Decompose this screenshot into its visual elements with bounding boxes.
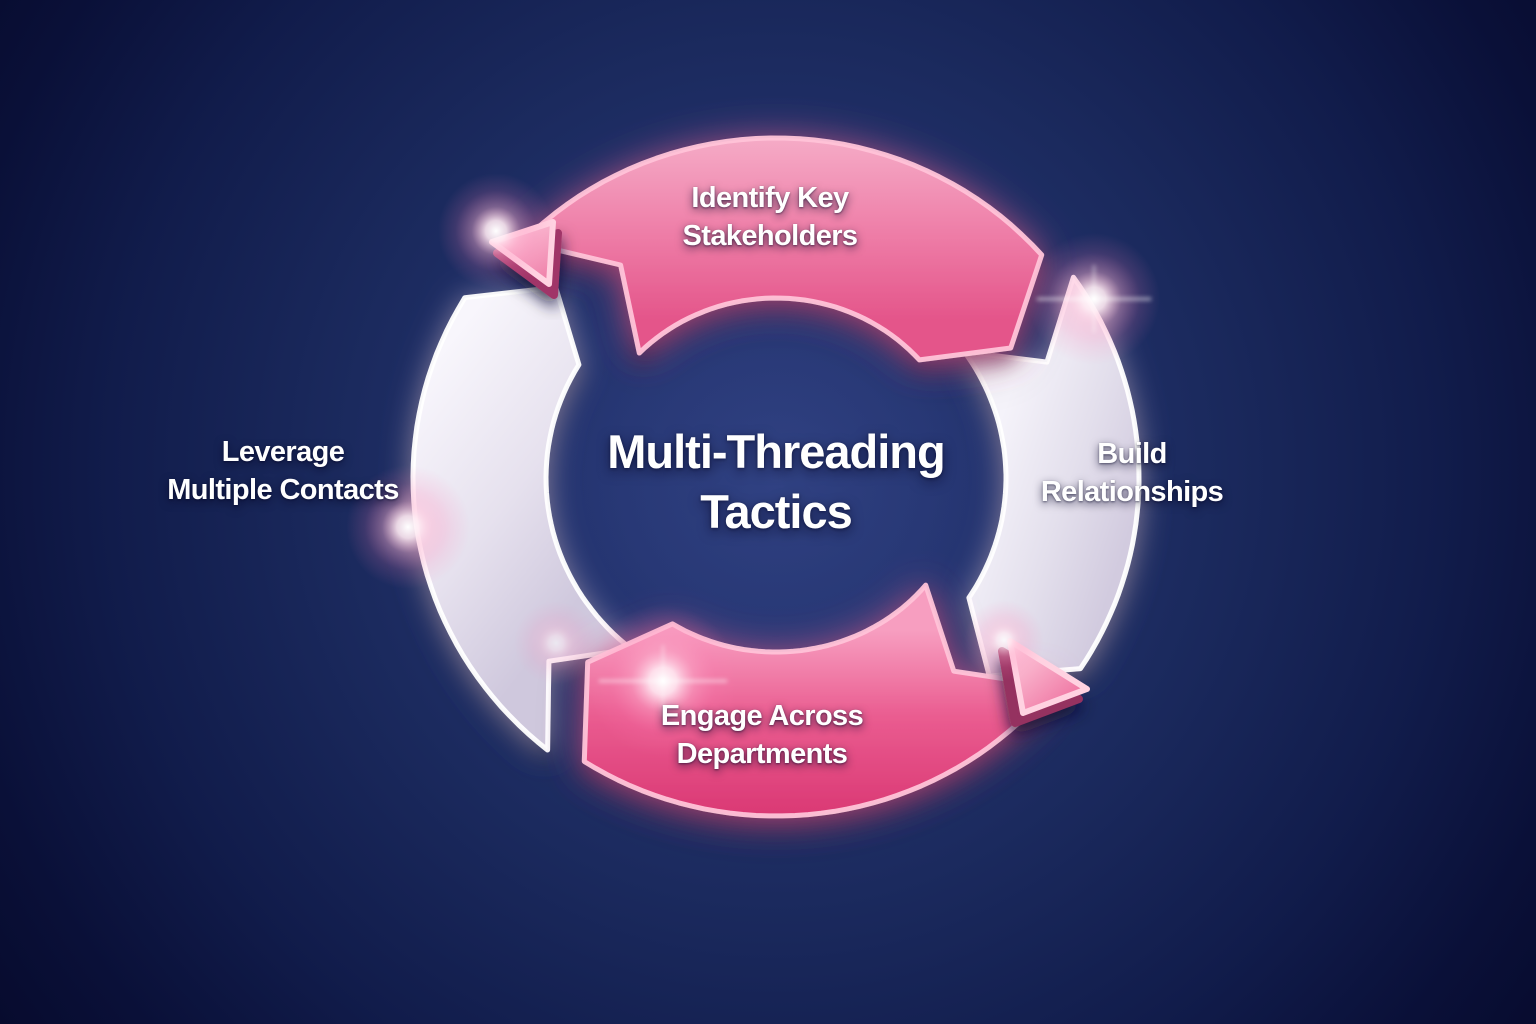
arc-segment-build-relationships [961, 274, 1142, 679]
lens-flare [514, 601, 598, 685]
lens-flares [346, 173, 1160, 757]
segment-label-line: Multiple Contacts [167, 473, 399, 506]
segment-label-line: Relationships [1040, 475, 1224, 508]
segment-label-line: Identify Key [691, 182, 849, 214]
lens-flare [438, 173, 554, 289]
segment-label-build-relationships: Build Relationships [982, 436, 1282, 511]
segment-label-line: Engage Across [660, 700, 864, 732]
segment-label-leverage-multiple-contacts: Leverage Multiple Contacts [103, 434, 463, 509]
segment-label-identify-key-stakeholders: Identify Key Stakeholders [570, 180, 970, 255]
segment-label-line: Leverage [221, 436, 345, 468]
inner-glow [571, 285, 981, 675]
diagram-title: Multi-Threading Tactics [526, 422, 1026, 542]
segment-label-line: Stakeholders [682, 219, 859, 252]
segment-label-line: Departments [676, 737, 848, 770]
lens-flare [346, 465, 470, 589]
lens-flare [964, 600, 1044, 680]
diagram-title-line1: Multi-Threading [607, 425, 945, 478]
segment-label-line: Build [1097, 438, 1167, 470]
arc-segment-identify-key-stakeholders [520, 135, 1045, 363]
diagram-title-line2: Tactics [700, 485, 853, 539]
segment-label-engage-across-departments: Engage Across Departments [562, 698, 962, 773]
